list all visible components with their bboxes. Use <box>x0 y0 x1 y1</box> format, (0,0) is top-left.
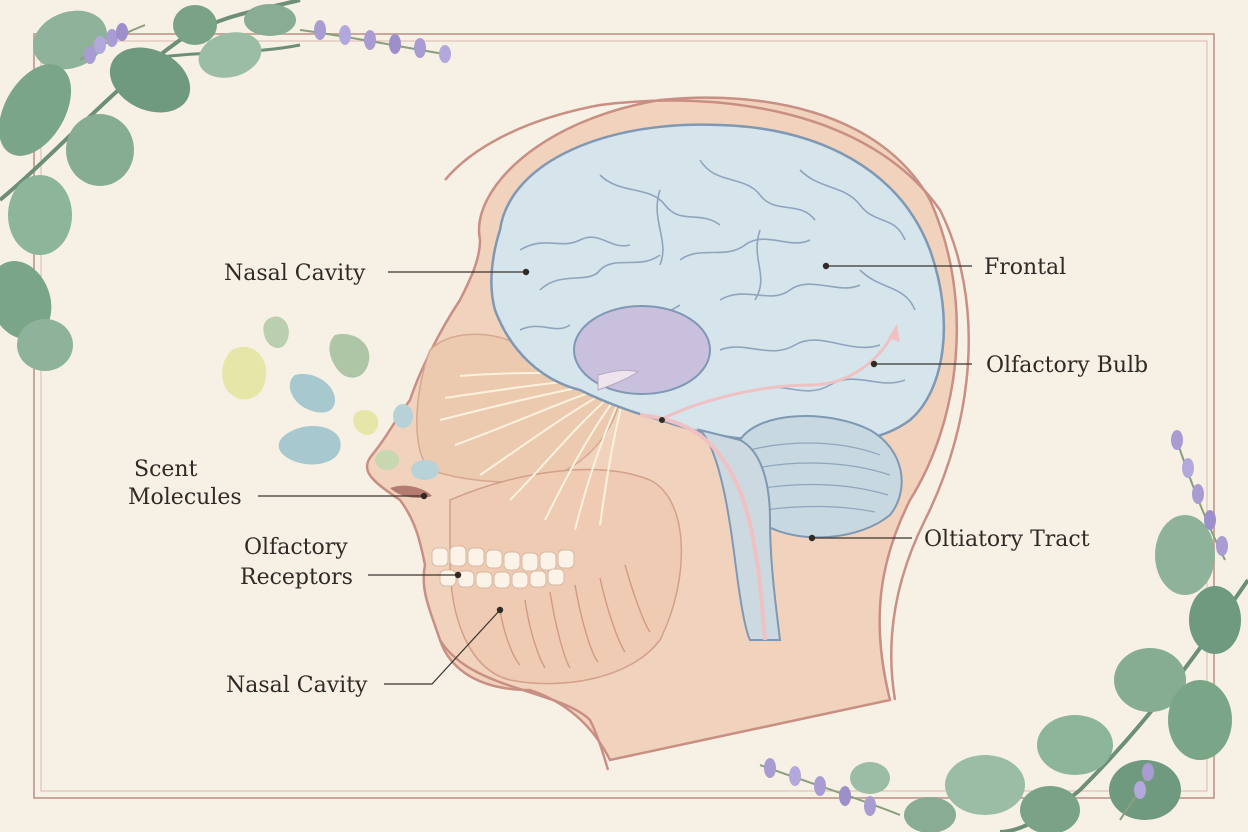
lavender-sprig-bottom-right <box>759 430 1228 821</box>
label-olfactory-tract: Oltiatory Tract <box>924 527 1090 552</box>
label-nasal-cavity-bottom: Nasal Cavity <box>226 673 368 698</box>
labels: Nasal Cavity Frontal Olfactory Bulb Scen… <box>128 255 1148 698</box>
turbinate-2 <box>375 450 399 470</box>
jaw-area <box>449 468 683 685</box>
brain <box>490 123 946 641</box>
label-olfactory-bulb: Olfactory Bulb <box>986 353 1148 378</box>
olfactory-pathway-arrow <box>659 329 897 422</box>
teeth <box>431 545 575 589</box>
face-profile-line <box>444 99 970 701</box>
neck-front-line <box>438 639 610 771</box>
decorative-frame <box>33 33 1215 799</box>
olfactory-stalk <box>597 369 640 391</box>
eucalyptus-branch-bottom-right <box>850 515 1248 832</box>
molecule-3 <box>329 334 370 378</box>
label-frontal: Frontal <box>984 255 1066 280</box>
molecule-6 <box>353 409 379 435</box>
jaw-ridges <box>499 564 651 669</box>
label-nasal-cavity-top: Nasal Cavity <box>224 261 366 286</box>
turbinate-3 <box>411 460 439 480</box>
leader-lines <box>258 262 972 685</box>
lavender-sprig-top-left <box>79 20 451 64</box>
label-receptors-line2: Receptors <box>240 565 353 590</box>
eucalyptus-branch-top-left <box>0 0 301 371</box>
arrowhead <box>888 324 900 342</box>
olfactory-tract-pathway <box>639 413 767 641</box>
molecule-5 <box>278 425 341 465</box>
brain-gyri <box>519 159 916 392</box>
molecule-2 <box>263 316 289 348</box>
molecule-1 <box>222 346 267 400</box>
label-scent-line1: Scent <box>134 457 198 482</box>
molecule-4 <box>289 374 335 413</box>
label-scent-line2: Molecules <box>128 485 242 510</box>
olfactory-bulb-shape <box>573 305 711 395</box>
label-receptors-line1: Olfactory <box>244 535 348 560</box>
turbinate-1 <box>393 404 413 428</box>
scent-molecules <box>222 316 379 465</box>
